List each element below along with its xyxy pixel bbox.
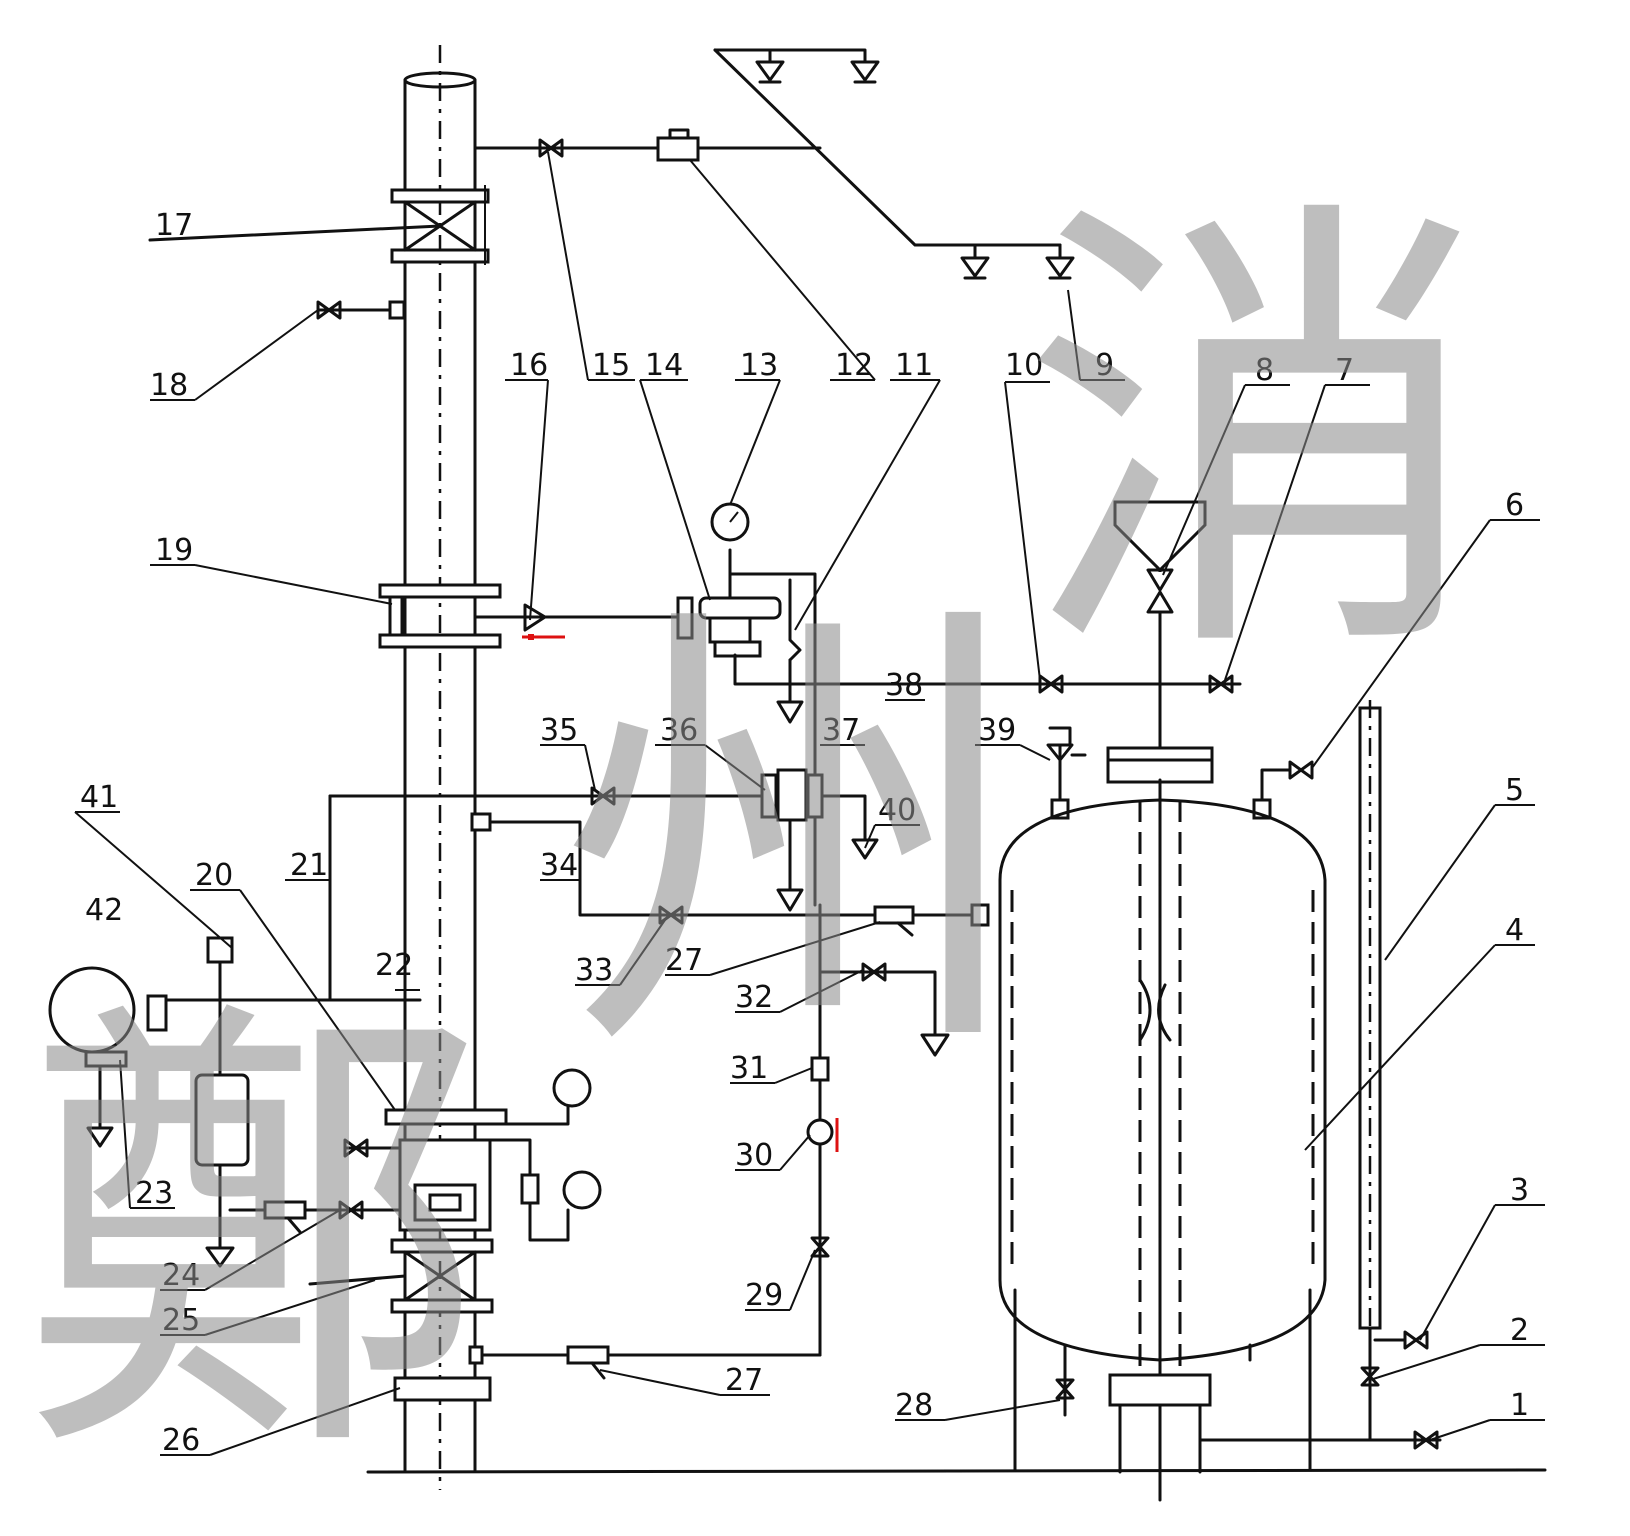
label-16: 16 (510, 348, 548, 383)
label-25: 25 (162, 1303, 200, 1338)
line-34 (470, 812, 990, 937)
drain-valve-28 (1055, 1358, 1075, 1417)
label-42: 42 (85, 893, 123, 928)
watermark-char-1: 鄭 (20, 964, 490, 1511)
label-15: 15 (592, 348, 630, 383)
label-32: 32 (735, 980, 773, 1015)
label-11: 11 (895, 348, 933, 383)
label-20: 20 (195, 858, 233, 893)
label-3: 3 (1510, 1173, 1529, 1208)
label-34: 34 (540, 848, 578, 883)
leader-lines (74, 151, 1545, 1456)
label-33: 33 (575, 953, 613, 988)
label-23: 23 (135, 1176, 173, 1211)
label-4: 4 (1505, 913, 1524, 948)
watermark: 鄭 州 消 (20, 164, 1490, 1511)
level-gauge-5 (1198, 700, 1442, 1450)
label-10: 10 (1005, 348, 1043, 383)
line-27-bottom (468, 1345, 822, 1380)
label-18: 18 (150, 368, 188, 403)
label-26: 26 (162, 1423, 200, 1458)
hopper-8 (1106, 500, 1214, 784)
label-9: 9 (1095, 348, 1114, 383)
label-35: 35 (540, 713, 578, 748)
valve-18 (316, 300, 407, 320)
alarm-valve-assembly (308, 1068, 602, 1402)
watermark-char-3: 消 (1020, 164, 1490, 711)
label-27-lower: 27 (725, 1363, 763, 1398)
label-31: 31 (730, 1051, 768, 1086)
label-19: 19 (155, 533, 193, 568)
label-8: 8 (1255, 353, 1274, 388)
label-40: 40 (878, 793, 916, 828)
label-24: 24 (162, 1258, 200, 1293)
sprinkler-heads (755, 60, 1075, 280)
label-37: 37 (822, 713, 860, 748)
label-30: 30 (735, 1138, 773, 1173)
label-27-upper: 27 (665, 943, 703, 978)
pressure-tank-4 (998, 778, 1327, 1502)
line-38 (733, 653, 1242, 694)
label-5: 5 (1505, 773, 1524, 808)
relief-valve-39 (1046, 726, 1087, 820)
label-29: 29 (745, 1278, 783, 1313)
label-1: 1 (1510, 1388, 1529, 1423)
callout-labels: 1 2 3 4 5 6 7 8 9 10 11 12 13 14 15 16 1… (80, 208, 1529, 1458)
line-16-14 (473, 596, 694, 640)
label-14: 14 (645, 348, 683, 383)
component-36 (760, 768, 879, 912)
label-12: 12 (835, 348, 873, 383)
top-branch (473, 48, 1062, 260)
label-39: 39 (978, 713, 1016, 748)
label-38: 38 (885, 668, 923, 703)
label-41: 41 (80, 780, 118, 815)
label-6: 6 (1505, 488, 1524, 523)
label-22: 22 (375, 948, 413, 983)
label-36: 36 (660, 713, 698, 748)
label-17: 17 (155, 208, 193, 243)
label-2: 2 (1510, 1313, 1529, 1348)
watermark-char-2: 州 (560, 564, 1030, 1111)
label-28: 28 (895, 1388, 933, 1423)
label-7: 7 (1335, 353, 1354, 388)
flange-19 (378, 583, 502, 649)
gate-valve-17 (148, 185, 490, 265)
valve-6 (1252, 760, 1314, 820)
label-13: 13 (740, 348, 778, 383)
left-components (48, 936, 422, 1268)
line-21 (328, 786, 772, 1002)
ground-line (366, 1468, 1547, 1474)
label-21: 21 (290, 848, 328, 883)
